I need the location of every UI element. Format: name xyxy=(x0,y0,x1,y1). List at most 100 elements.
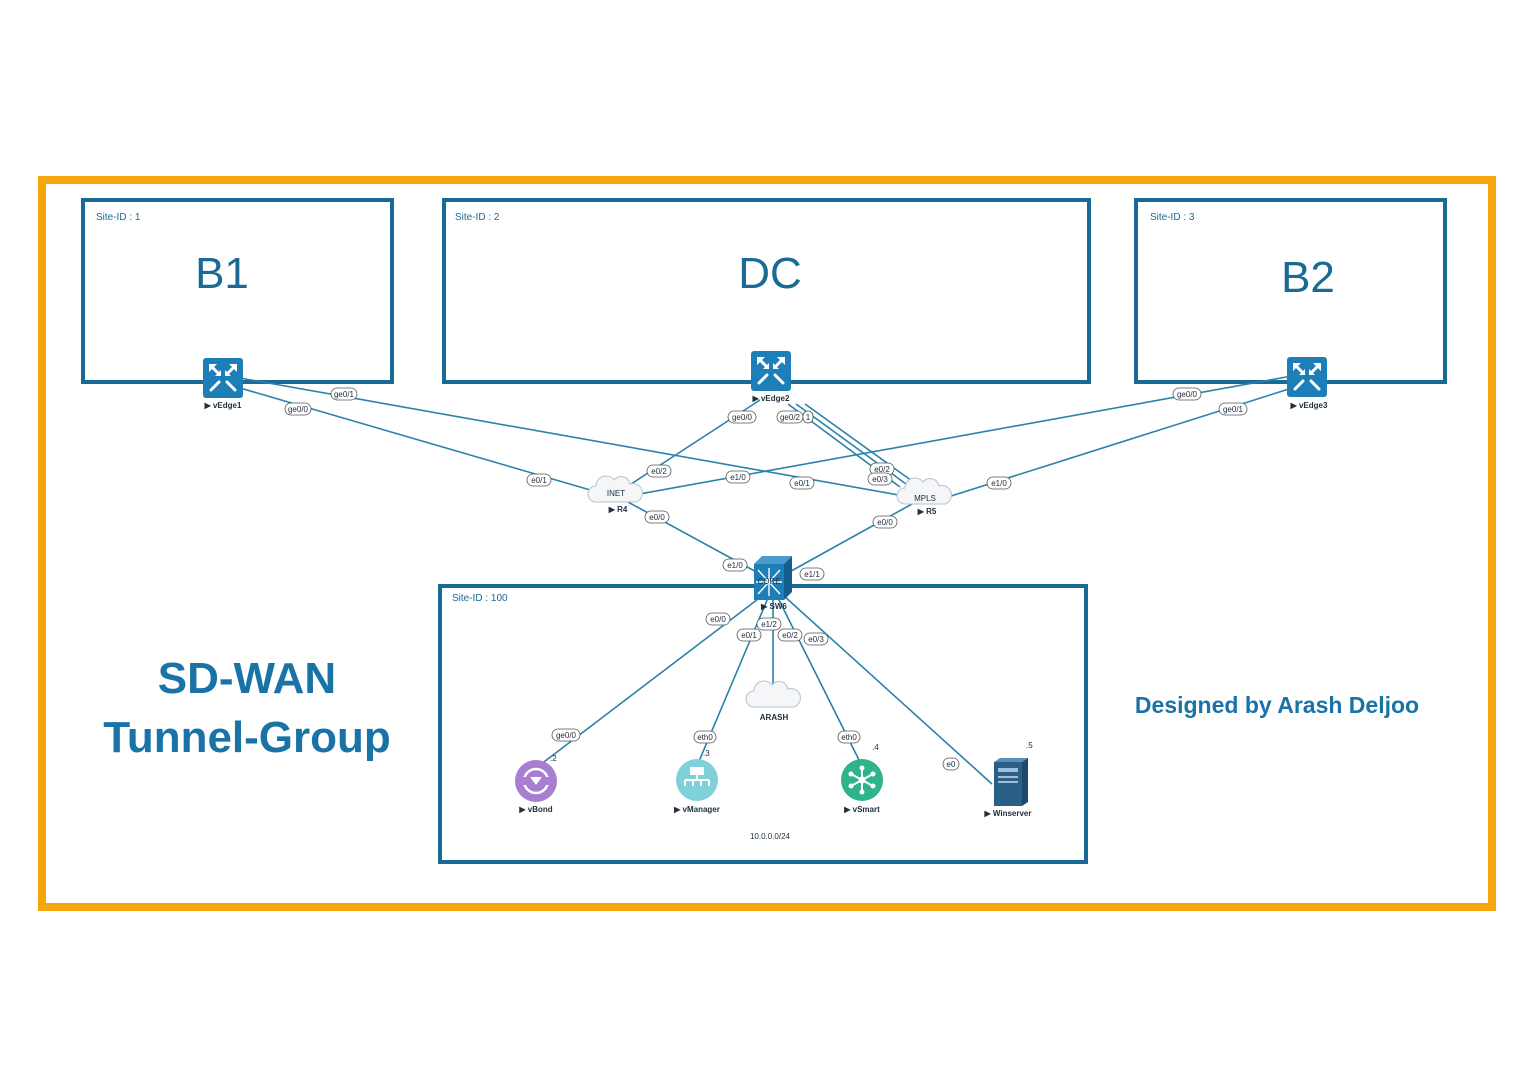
svg-text:ge0/0: ge0/0 xyxy=(288,405,309,414)
svg-text:e0/1: e0/1 xyxy=(794,479,810,488)
svg-text:e1/0: e1/0 xyxy=(727,561,743,570)
port-label: e1/1 xyxy=(799,567,825,581)
node-vsmart[interactable]: .4 ▶ vSmart xyxy=(841,743,883,814)
svg-text:1: 1 xyxy=(806,413,811,422)
port-label: e1/0 xyxy=(722,558,748,572)
port-label: e0/0 xyxy=(872,515,898,529)
svg-text:e0/2: e0/2 xyxy=(874,465,890,474)
svg-text:e1/1: e1/1 xyxy=(804,570,820,579)
node-vbond[interactable]: .2 ▶ vBond xyxy=(515,754,557,814)
svg-text:e0/3: e0/3 xyxy=(808,635,824,644)
node-vmanager[interactable]: .3 ▶ vManager xyxy=(673,749,720,814)
vmanager-icon xyxy=(676,759,718,801)
link-mpls-core xyxy=(783,503,913,576)
vedge1-label: ▶ vEdge1 xyxy=(204,401,242,410)
svg-text:e0: e0 xyxy=(947,760,956,769)
svg-text:ge0/2: ge0/2 xyxy=(780,413,801,422)
core-text: CORE xyxy=(757,577,780,586)
cloud-icon xyxy=(745,680,801,708)
cloud-r4-text: INET xyxy=(607,489,625,498)
port-label: ge0/0 xyxy=(284,402,312,416)
router-vedge1[interactable]: ▶ vEdge1 xyxy=(203,358,243,410)
vmanager-ip: .3 xyxy=(703,749,710,758)
vedge2-label: ▶ vEdge2 xyxy=(752,394,790,403)
port-label: e0/0 xyxy=(644,510,670,524)
cloud-r5[interactable]: MPLS ▶ R5 xyxy=(896,477,952,516)
svg-text:eth0: eth0 xyxy=(841,733,857,742)
port-label: e0/3 xyxy=(803,632,829,646)
cloud-r4[interactable]: INET ▶ R4 xyxy=(587,475,643,514)
port-label: e0/1 xyxy=(526,473,552,487)
svg-text:e1/0: e1/0 xyxy=(991,479,1007,488)
vsmart-ip: .4 xyxy=(872,743,879,752)
port-label: e0/2 xyxy=(869,462,895,476)
svg-text:ge0/0: ge0/0 xyxy=(732,413,753,422)
r4-label: ▶ R4 xyxy=(608,505,628,514)
node-winserver[interactable]: .5 ▶ Winserver xyxy=(984,741,1034,818)
port-label: ge0/1 xyxy=(1218,402,1248,416)
svg-text:ge0/1: ge0/1 xyxy=(334,390,355,399)
svg-text:e0/0: e0/0 xyxy=(649,513,665,522)
svg-text:e0/2: e0/2 xyxy=(782,631,798,640)
vsmart-icon xyxy=(841,759,883,801)
port-label: e1/2 xyxy=(756,617,782,631)
router-vedge2[interactable]: ▶ vEdge2 xyxy=(751,351,791,403)
port-label: eth0 xyxy=(837,730,861,744)
designer-credit: Designed by Arash Deljoo xyxy=(1135,692,1419,718)
router-icon xyxy=(203,358,243,398)
svg-text:e0/1: e0/1 xyxy=(531,476,547,485)
port-label: ge0/1 xyxy=(330,387,358,401)
diagram-title-line1: SD-WAN xyxy=(158,654,336,703)
link-vedge2-mpls-c xyxy=(804,403,913,482)
port-label: e0 xyxy=(942,757,960,771)
svg-text:ge0/1: ge0/1 xyxy=(1223,405,1244,414)
cloud-r5-text: MPLS xyxy=(914,494,936,503)
site-b1-id: Site-ID : 1 xyxy=(96,212,141,223)
vsmart-label: ▶ vSmart xyxy=(843,805,880,814)
port-label: e0/0 xyxy=(705,612,731,626)
outer-frame xyxy=(38,176,1496,911)
vbond-icon xyxy=(515,760,557,802)
svg-text:eth0: eth0 xyxy=(697,733,713,742)
port-label: ge0/0 xyxy=(1172,387,1202,401)
svg-text:e0/1: e0/1 xyxy=(741,631,757,640)
port-label: e0/2 xyxy=(646,464,672,478)
port-label: e0/2 xyxy=(777,628,803,642)
svg-text:e0/2: e0/2 xyxy=(651,467,667,476)
server-icon xyxy=(994,758,1028,806)
svg-text:e0/3: e0/3 xyxy=(872,475,888,484)
ctrl-subnet: 10.0.0.0/24 xyxy=(750,832,791,841)
site-b2-id: Site-ID : 3 xyxy=(1150,212,1195,223)
site-b2-name: B2 xyxy=(1281,253,1335,302)
port-label: e0/3 xyxy=(867,472,893,486)
svg-text:ge0/0: ge0/0 xyxy=(1177,390,1198,399)
router-vedge3[interactable]: ▶ vEdge3 xyxy=(1287,357,1328,410)
svg-text:e0/0: e0/0 xyxy=(877,518,893,527)
port-label: ge0/0 xyxy=(551,728,581,742)
cloud-arash[interactable]: ARASH xyxy=(745,680,801,722)
site-b1-name: B1 xyxy=(195,249,249,298)
svg-text:ge0/0: ge0/0 xyxy=(556,731,577,740)
cloud-icon xyxy=(587,475,643,503)
site-ctrl-id: Site-ID : 100 xyxy=(452,593,508,604)
vmanager-label: ▶ vManager xyxy=(673,805,720,814)
svg-text:e0/0: e0/0 xyxy=(710,615,726,624)
vbond-ip: .2 xyxy=(550,754,557,763)
port-label: ge0/0 xyxy=(727,410,757,424)
switch-sw6[interactable]: CORE ▶ SW6 xyxy=(754,556,792,611)
winserver-ip: .5 xyxy=(1026,741,1033,750)
arash-label: ARASH xyxy=(760,713,789,722)
port-label: e0/1 xyxy=(736,628,762,642)
switch-icon xyxy=(754,556,792,600)
r5-label: ▶ R5 xyxy=(917,507,937,516)
port-label: 1 xyxy=(802,410,814,424)
sw6-label: ▶ SW6 xyxy=(760,602,787,611)
port-label: e1/0 xyxy=(986,476,1012,490)
winserver-label: ▶ Winserver xyxy=(984,809,1032,818)
port-labels: ge0/1 ge0/0 e0/1 ge0/0 ge0/2 1 e0/2 e1/0… xyxy=(284,387,1248,771)
vbond-label: ▶ vBond xyxy=(518,805,552,814)
port-label: eth0 xyxy=(693,730,717,744)
port-label: ge0/2 xyxy=(776,410,804,424)
svg-text:e1/0: e1/0 xyxy=(730,473,746,482)
